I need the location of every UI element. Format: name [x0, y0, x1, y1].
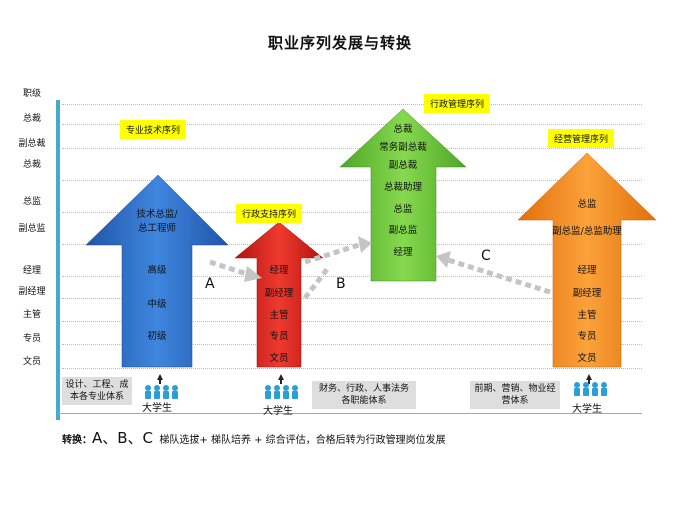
ops-mgmt-level: 副经理	[572, 288, 602, 299]
ops-mgmt-level: 经理	[577, 265, 597, 276]
grid-line	[62, 104, 642, 105]
tech-sequence-arrow	[85, 174, 229, 368]
level-label: 副总监	[18, 224, 46, 234]
admin-support-level: 主管	[269, 310, 289, 321]
level-label: 总裁	[22, 160, 41, 170]
people-group-icon	[265, 385, 298, 399]
grid-line	[62, 368, 642, 369]
ops-mgmt-level: 副总监/总监助理	[552, 226, 622, 237]
transition-label-a: A	[205, 276, 215, 292]
transition-arrow-b	[303, 236, 372, 300]
grid-line	[62, 212, 642, 213]
people-group-icon	[145, 385, 178, 399]
grid-line	[62, 148, 642, 149]
transition-label-c: C	[481, 248, 491, 264]
tech-level: 高级	[147, 265, 167, 276]
vertical-axis	[56, 100, 60, 420]
level-header: 职级	[22, 89, 41, 99]
footer-letters: A、B、C	[92, 429, 154, 447]
footer-text: 梯队选拔+ 梯队培养 + 综合评估，合格后转为行政管理岗位发展	[159, 435, 446, 446]
ops-mgmt-level: 文员	[577, 353, 597, 364]
level-label: 专员	[22, 334, 41, 344]
tech-system-note: 设计、工程、成本各专业体系	[62, 377, 132, 405]
level-label: 副总裁	[18, 139, 46, 149]
people-group-icon	[574, 382, 607, 396]
admin-support-system-note: 财务、行政、人事法务各职能体系	[312, 381, 416, 409]
tech-top-line2: 总工程师	[137, 223, 176, 234]
admin-support-level: 经理	[269, 265, 289, 276]
level-label: 总监	[22, 197, 41, 207]
ops-system-note: 前期、营销、物业经营体系	[470, 381, 560, 409]
grad-up-arrow	[157, 374, 592, 384]
ops-mgmt-tag: 经营管理序列	[548, 129, 615, 148]
admin-mgmt-level: 总裁助理	[383, 182, 422, 193]
level-label: 主管	[22, 310, 41, 320]
footer-note: 转换：A、B、C 梯队选拔+ 梯队培养 + 综合评估，合格后转为行政管理岗位发展	[62, 427, 446, 448]
admin-mgmt-arrow	[339, 108, 467, 282]
admin-mgmt-level: 副总监	[388, 225, 418, 236]
level-label: 文员	[22, 357, 41, 367]
admin-mgmt-level: 常务副总裁	[379, 142, 427, 153]
ops-mgmt-level: 专员	[577, 331, 597, 342]
grid-line	[62, 244, 642, 245]
grid-line	[62, 321, 642, 322]
grid-line	[62, 344, 642, 345]
footer-label: 转换：	[62, 435, 92, 446]
level-label: 经理	[22, 266, 41, 276]
ops-mgmt-level: 主管	[577, 310, 597, 321]
page-title: 职业序列发展与转换	[267, 34, 412, 52]
graduate-label: 大学生	[263, 406, 293, 417]
admin-support-tag: 行政支持序列	[236, 204, 303, 223]
tech-top-line1: 技术总监/	[136, 209, 178, 220]
ops-mgmt-level: 总监	[577, 199, 597, 210]
level-label: 副经理	[18, 287, 46, 297]
grid-line	[62, 298, 642, 299]
transition-arrow-c	[436, 251, 551, 295]
admin-support-level: 副经理	[264, 288, 294, 299]
admin-mgmt-level: 总监	[393, 204, 413, 215]
grid-line	[62, 124, 642, 125]
ops-mgmt-arrow	[517, 152, 657, 368]
grid-line	[62, 180, 642, 181]
admin-mgmt-level: 经理	[393, 247, 413, 258]
tech-level: 初级	[147, 331, 167, 342]
transition-arrow-a	[209, 259, 262, 282]
admin-mgmt-level: 副总裁	[388, 160, 418, 171]
graduate-label: 大学生	[142, 403, 172, 414]
tech-level: 中级	[147, 299, 167, 310]
admin-support-level: 专员	[269, 331, 289, 342]
level-label: 总裁	[22, 114, 41, 124]
graduate-label: 大学生	[572, 404, 602, 415]
horizontal-axis	[58, 413, 642, 414]
transition-label-b: B	[336, 276, 346, 292]
admin-support-level: 文员	[269, 353, 289, 364]
admin-mgmt-tag: 行政管理序列	[424, 94, 491, 113]
grid-line	[62, 276, 642, 277]
tech-sequence-tag: 专业技术序列	[120, 120, 187, 139]
admin-mgmt-level: 总裁	[393, 124, 413, 135]
